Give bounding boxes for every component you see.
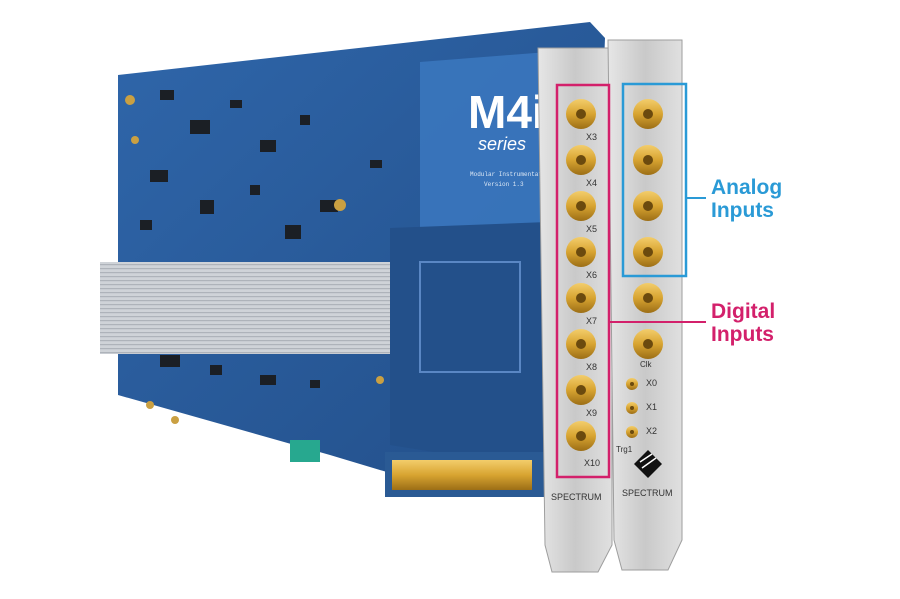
sma-connector	[566, 191, 596, 221]
sma-connector	[633, 237, 663, 267]
sma-connector	[566, 237, 596, 267]
analog-callout-line1: Analog	[711, 176, 783, 199]
mezzanine-frame	[419, 261, 521, 373]
analog-inputs-highlight	[621, 82, 688, 278]
connector-label: Clk	[640, 360, 653, 369]
pcie-edge-connector	[290, 440, 545, 497]
connector-label: Trg1	[616, 445, 633, 454]
svg-text:series: series	[478, 134, 526, 154]
sma-connector	[633, 191, 663, 221]
connector-label: X2	[646, 426, 657, 436]
sma-connector	[566, 375, 596, 405]
digital-callout-line2: Inputs	[711, 323, 774, 346]
digital-callout-line1: Digital	[711, 300, 776, 323]
connector-label: X7	[586, 316, 597, 326]
mmcx-connector	[626, 402, 638, 414]
ribbon-cable	[100, 262, 390, 354]
brand-right: SPECTRUM	[622, 488, 673, 498]
sma-connector	[566, 99, 596, 129]
connector-label: X10	[584, 458, 600, 468]
sma-connector	[566, 421, 596, 451]
connector-label: X6	[586, 270, 597, 280]
connector-label: X9	[586, 408, 597, 418]
spectrum-logo-icon	[634, 450, 662, 478]
digital-inputs-callout: Digital Inputs	[711, 300, 775, 346]
connector-label: X0	[646, 378, 657, 388]
mmcx-connector	[626, 378, 638, 390]
sma-connector	[566, 145, 596, 175]
sma-connector	[633, 145, 663, 175]
mezzanine-board	[390, 222, 548, 470]
brand-left: SPECTRUM	[551, 492, 602, 502]
sma-connector	[633, 99, 663, 129]
connector-label: X5	[586, 224, 597, 234]
sma-connector	[633, 283, 663, 313]
label-panel	[420, 52, 548, 240]
svg-text:Version 1.3: Version 1.3	[484, 181, 524, 188]
svg-text:M4i: M4i	[468, 86, 545, 138]
sma-connector	[566, 329, 596, 359]
connector-label: X4	[586, 178, 597, 188]
digital-inputs-highlight	[555, 83, 611, 479]
mmcx-connector	[626, 426, 638, 438]
svg-text:Modular Instrumentation Type: Modular Instrumentation Type	[470, 171, 571, 178]
connector-label: X3	[586, 132, 597, 142]
connector-label: X1	[646, 402, 657, 412]
analog-callout-line2: Inputs	[711, 199, 774, 222]
right-sma-connectors	[626, 99, 663, 438]
analog-inputs-callout: Analog Inputs	[711, 176, 782, 222]
sma-connector	[633, 329, 663, 359]
m4i-logo: M4i series Modular Instrumentation Type …	[468, 86, 571, 188]
connector-label: X8	[586, 362, 597, 372]
sma-connector	[566, 283, 596, 313]
left-sma-connectors	[566, 99, 596, 451]
